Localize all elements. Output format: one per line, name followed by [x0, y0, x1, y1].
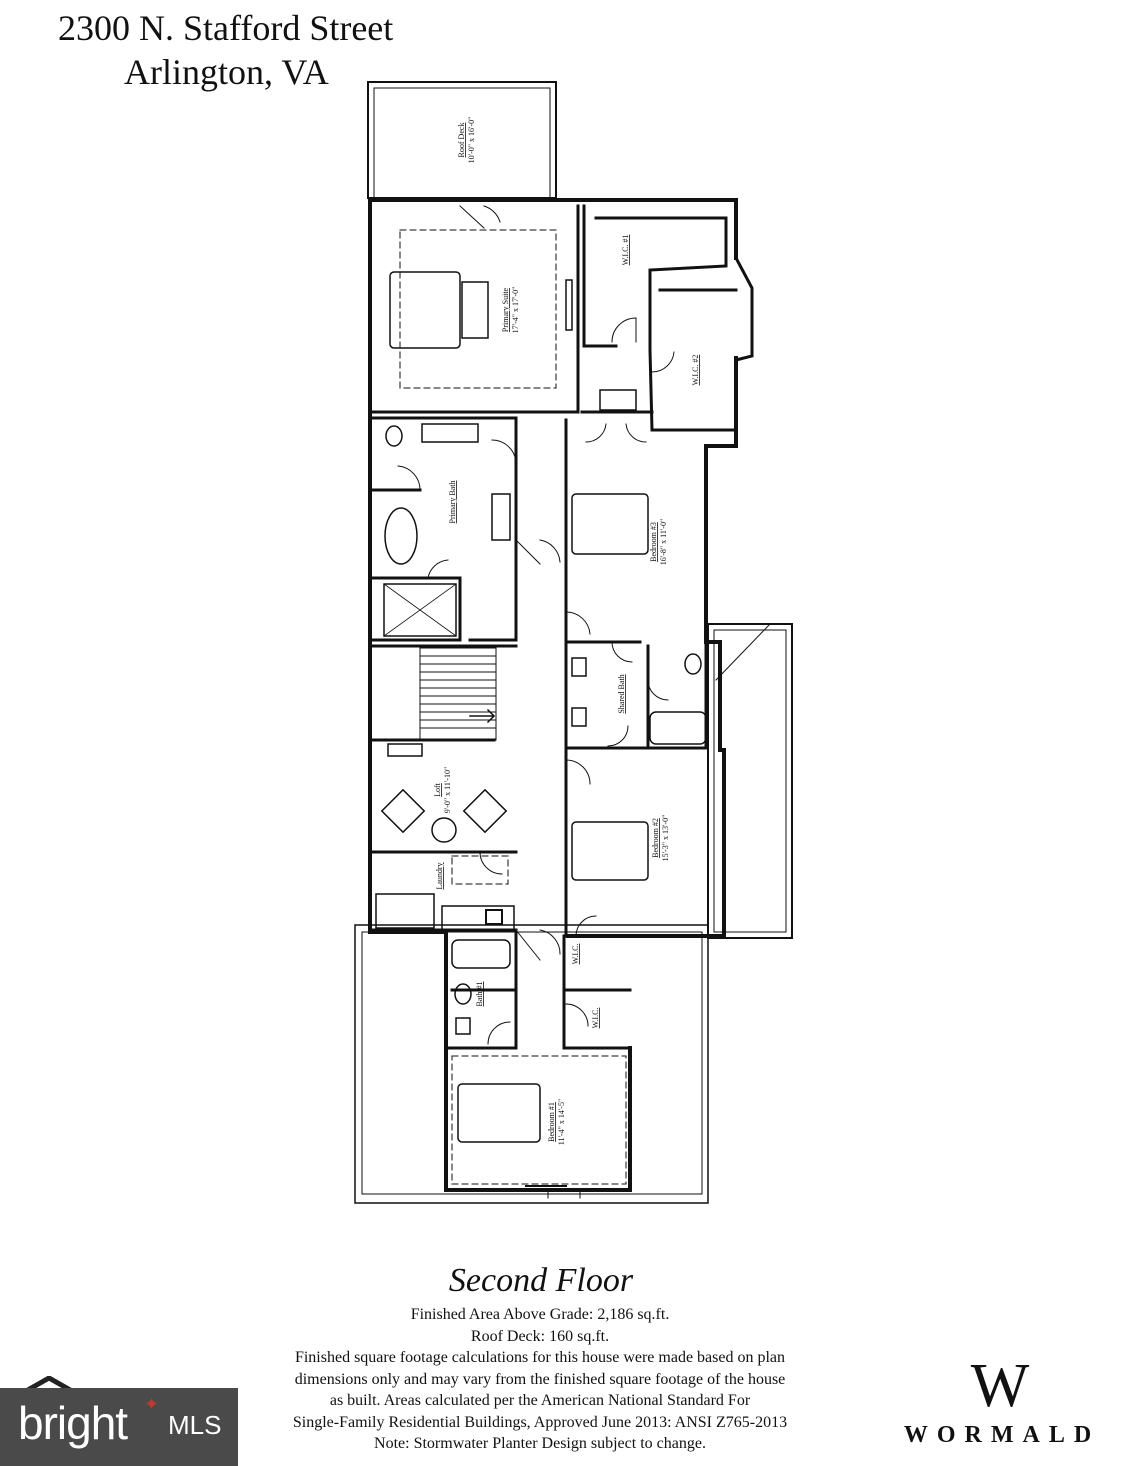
note-line: Single-Family Residential Buildings, App… — [292, 1413, 788, 1431]
stair — [419, 647, 497, 741]
label-shared-bath: Shared Bath — [617, 674, 626, 713]
label-wic-a: W.I.C. — [571, 944, 580, 965]
label-loft-dims: 9'-0" x 11'-10" — [443, 767, 452, 813]
wormald-name: WORMALD — [903, 1422, 1101, 1448]
bright-logo-mls: MLS — [168, 1410, 222, 1440]
interior-walls — [370, 204, 738, 1050]
label-roof-deck-dims: 10'-0" x 16'-0" — [467, 117, 476, 164]
fixtures — [375, 279, 707, 1035]
note-line: Finished Area Above Grade: 2,186 sq.ft. — [410, 1306, 670, 1323]
label-bedroom-3-dims: 16'-8" x 11'-0" — [659, 519, 668, 565]
label-wic-b: W.I.C. — [591, 1008, 600, 1029]
address-line-1: 2300 N. Stafford Street — [58, 8, 394, 48]
note-line: Roof Deck: 160 sq.ft. — [470, 1327, 610, 1345]
label-laundry: Laundry — [435, 862, 444, 889]
label-bedroom-3: Bedroom #3 — [649, 522, 658, 562]
label-bedroom-2: Bedroom #2 — [651, 818, 660, 858]
label-loft: Loft — [433, 782, 442, 797]
bright-roof-icon — [24, 1376, 74, 1392]
note-line: Finished square footage calculations for… — [294, 1349, 786, 1366]
floor-title: Second Floor — [448, 1262, 634, 1299]
label-primary-suite: Primary Suite — [501, 287, 510, 332]
label-wic-2: W.I.C. #2 — [691, 355, 700, 386]
label-primary-bath: Primary Bath — [448, 481, 457, 524]
label-bedroom-1-dims: 11'-4" x 14'-5" — [557, 1099, 566, 1145]
bright-mls-logo: bright ✦ MLS — [0, 1388, 238, 1466]
wormald-mark: W — [970, 1352, 1030, 1420]
label-bath-1: Bath #1 — [475, 981, 484, 1006]
note-line: dimensions only and may vary from the fi… — [294, 1370, 786, 1388]
primary-bed-outline — [399, 229, 627, 1185]
exterior-walls — [368, 198, 754, 1192]
planter-outline — [354, 924, 709, 1204]
spark-icon: ✦ — [144, 1394, 160, 1415]
label-bedroom-2-dims: 15'-3" x 13'-0" — [661, 815, 670, 862]
address-line-2: Arlington, VA — [124, 52, 329, 92]
label-bedroom-1: Bedroom #1 — [547, 1102, 556, 1142]
label-primary-suite-dims: 17'-4" x 17'-0" — [511, 287, 520, 334]
note-line: Note: Stormwater Planter Design subject … — [374, 1435, 706, 1452]
area-notes: Finished Area Above Grade: 2,186 sq.ft. … — [230, 1304, 850, 1455]
side-deck-outline — [707, 623, 793, 939]
bright-logo-word: bright — [18, 1397, 128, 1449]
beds — [389, 271, 649, 1143]
label-wic-1: W.I.C. #1 — [621, 235, 630, 266]
room-labels: Roof Deck 10'-0" x 16'-0" Primary Suite … — [433, 117, 700, 1146]
door-swings — [397, 205, 675, 1199]
label-roof-deck: Roof Deck — [457, 123, 466, 158]
note-line: as built. Areas calculated per the Ameri… — [329, 1392, 751, 1409]
floor-plan: Roof Deck 10'-0" x 16'-0" Primary Suite … — [354, 81, 793, 1204]
